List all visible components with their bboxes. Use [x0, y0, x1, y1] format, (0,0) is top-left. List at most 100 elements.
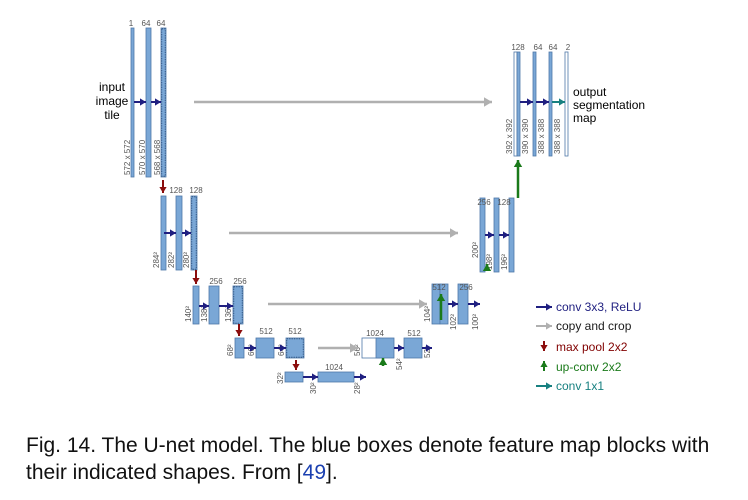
dimension-label: 568 x 568	[153, 139, 162, 175]
legend-arrow-head	[546, 303, 552, 311]
dimension-label: 392 x 392	[505, 118, 514, 154]
dimension-label: 32²	[276, 372, 285, 384]
conv-arrow-head	[280, 344, 286, 352]
feature-map-block	[516, 51, 521, 157]
output-label: segmentation	[573, 98, 645, 112]
dimension-label: 136²	[224, 306, 233, 322]
block-channel-label: 128	[169, 186, 183, 195]
block-channel-label: 512	[259, 327, 273, 336]
feature-map-block	[192, 285, 200, 325]
block-channel-label: 1	[129, 19, 134, 28]
dimension-label: 280²	[182, 252, 191, 268]
dimension-label: 68²	[226, 344, 235, 356]
final-conv-arrow-head	[559, 98, 565, 106]
copy-arrow-head	[484, 97, 492, 107]
input-label: tile	[104, 108, 120, 122]
feature-map-block	[532, 51, 537, 157]
block-channel-label: 128	[511, 43, 525, 52]
dotted-block-pattern	[233, 286, 243, 324]
legend-arrow-head	[540, 345, 548, 351]
upconv-arrow-head	[436, 294, 446, 301]
dimension-label: 198²	[485, 254, 494, 270]
block-channel-label: 512	[288, 327, 302, 336]
feature-map-block	[285, 337, 305, 359]
legend-arrow-head	[540, 361, 548, 367]
figure-caption: Fig. 14. The U-net model. The blue boxes…	[26, 432, 741, 486]
legend-item-label: conv 3x3, ReLU	[556, 300, 641, 314]
feature-map-block	[508, 197, 515, 273]
caption-end: ].	[326, 461, 338, 484]
conv-arrow-head	[474, 300, 480, 308]
legend-item-label: up-conv 2x2	[556, 360, 622, 374]
dimension-label: 570 x 570	[138, 139, 147, 175]
output-label: output	[573, 85, 607, 99]
pool-arrow-head	[292, 364, 300, 370]
feature-map-block	[232, 285, 244, 325]
conv-arrow-head	[398, 344, 404, 352]
block-channel-label: 256	[459, 283, 473, 292]
output-label: map	[573, 111, 597, 125]
citation-link[interactable]: 49	[302, 461, 326, 484]
feature-map-block	[493, 197, 500, 273]
dimension-label: 282²	[167, 252, 176, 268]
block-channel-label: 64	[549, 43, 558, 52]
conv-arrow-head	[203, 302, 209, 310]
conv-arrow-head	[312, 373, 318, 381]
feature-map-block	[317, 371, 355, 383]
conv-arrow-head	[503, 231, 509, 239]
dimension-label: 200²	[471, 242, 480, 258]
dimension-label: 196²	[500, 254, 509, 270]
conv-arrow-head	[543, 98, 549, 106]
dimension-label: 28²	[353, 382, 362, 394]
copy-arrow-head	[450, 228, 458, 238]
conv-arrow-head	[227, 302, 233, 310]
block-channel-label: 256	[233, 277, 247, 286]
dimension-label: 388 x 388	[537, 118, 546, 154]
block-channel-label: 512	[407, 329, 421, 338]
feature-map-block	[208, 285, 220, 325]
dimension-label: 104²	[423, 306, 432, 322]
dimension-label: 30²	[309, 382, 318, 394]
feature-map-block	[375, 337, 395, 359]
block-channel-label: 256	[477, 198, 491, 207]
feature-map-block	[548, 51, 553, 157]
block-channel-label: 64	[157, 19, 166, 28]
conv-arrow-head	[170, 229, 176, 237]
legend-arrow-head	[546, 322, 552, 330]
feature-map-block	[513, 51, 518, 157]
pool-arrow-head	[192, 278, 200, 284]
conv-arrow-head	[488, 231, 494, 239]
conv-arrow-head	[155, 98, 161, 106]
dotted-block-pattern	[161, 28, 166, 177]
caption-text: Fig. 14. The U-net model. The blue boxes…	[26, 434, 710, 484]
dimension-label: 54²	[395, 358, 404, 370]
conv-arrow-head	[452, 300, 458, 308]
feature-map-block	[234, 337, 245, 359]
copy-arrow-head	[350, 343, 358, 353]
block-channel-label: 1024	[366, 329, 384, 338]
dimension-label: 100²	[471, 314, 480, 330]
legend-arrow-head	[546, 382, 552, 390]
block-channel-label: 128	[497, 198, 511, 207]
block-channel-label: 128	[189, 186, 203, 195]
feature-map-block	[284, 371, 304, 383]
conv-arrow-head	[250, 344, 256, 352]
upconv-arrow-head	[378, 358, 388, 365]
upconv-arrow-head	[482, 264, 492, 271]
feature-map-block	[564, 51, 569, 157]
dotted-block-pattern	[286, 338, 304, 358]
feature-map-block	[403, 337, 423, 359]
conv-arrow-head	[426, 344, 432, 352]
copy-arrow-head	[419, 299, 427, 309]
conv-arrow-head	[140, 98, 146, 106]
dimension-label: 102²	[449, 314, 458, 330]
block-channel-label: 256	[209, 277, 223, 286]
input-label: image	[96, 94, 129, 108]
input-label: input	[99, 80, 126, 94]
block-channel-label: 64	[142, 19, 151, 28]
legend-item-label: conv 1x1	[556, 379, 604, 393]
dimension-label: 572 x 572	[123, 139, 132, 175]
dimension-label: 140²	[184, 306, 193, 322]
pool-arrow-head	[159, 187, 167, 193]
